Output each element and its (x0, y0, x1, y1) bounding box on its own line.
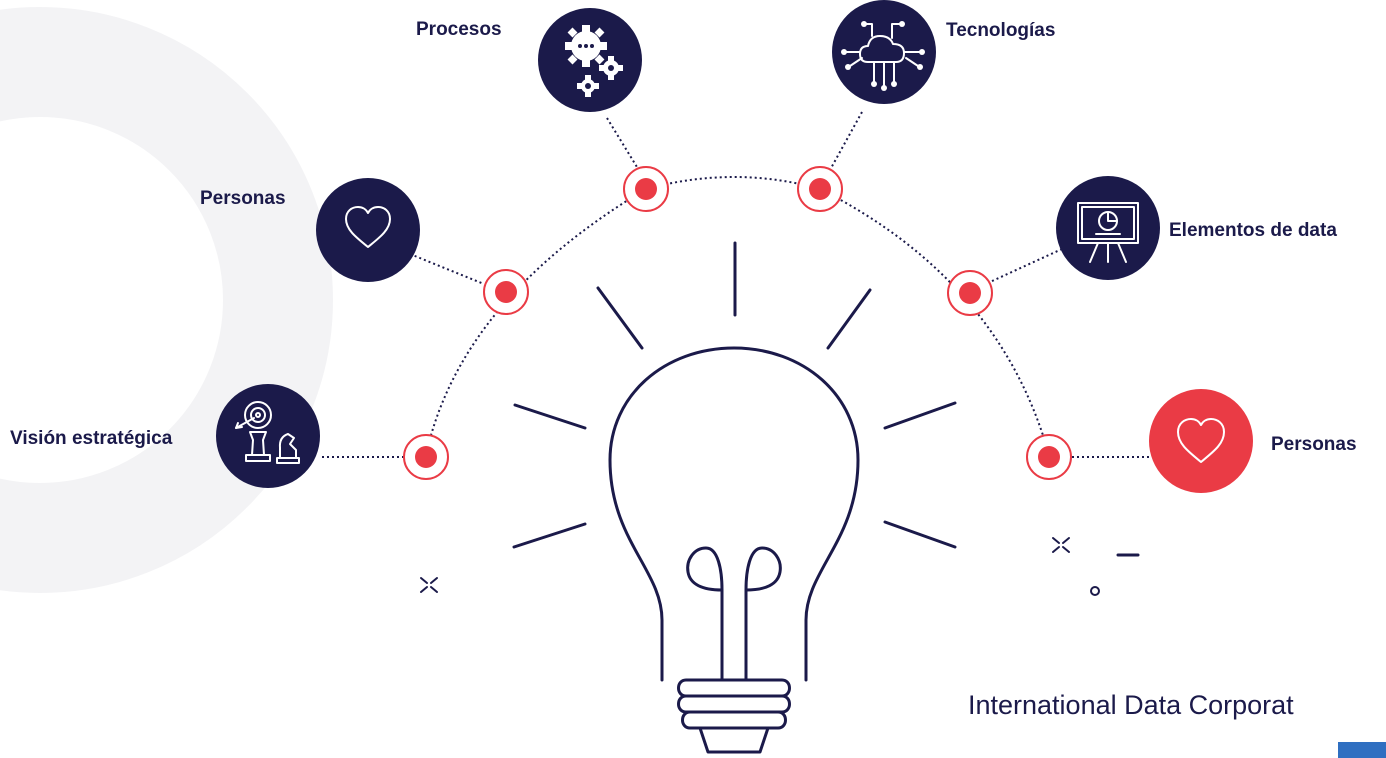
gears-icon (538, 8, 642, 112)
cloud-circuit-icon (832, 0, 936, 104)
heart-icon (316, 178, 420, 282)
node-label-personas-right: Personas (1271, 434, 1357, 455)
background-ring (0, 7, 333, 593)
connector-node (483, 269, 529, 315)
light-ray (826, 288, 872, 350)
spoke-tecnologias (829, 111, 863, 171)
node-label-procesos: Procesos (416, 19, 502, 40)
lightbulb-icon (512, 241, 957, 754)
connector-node (797, 166, 843, 212)
chess-target-icon (216, 384, 320, 488)
bulb-base-ring (677, 678, 791, 698)
spoke-procesos (606, 117, 641, 173)
light-ray (883, 520, 957, 549)
spoke-personas-left (409, 253, 485, 285)
decorations (420, 537, 1140, 596)
corner-accent-bar (1338, 742, 1386, 758)
spoke-elementos (989, 248, 1063, 283)
sparkle-icon (1052, 537, 1070, 553)
light-ray (883, 401, 957, 430)
connector-node (1026, 434, 1072, 480)
connector-node (947, 270, 993, 316)
bulb-base-ring (677, 694, 791, 714)
connector-lines (322, 111, 1150, 458)
light-ray (512, 522, 587, 549)
node-label-vision: Visión estratégica (10, 428, 173, 449)
sparkle-icon (420, 577, 438, 593)
connector-nodes (403, 166, 1072, 480)
light-ray (513, 403, 587, 430)
dotted-arc (425, 176, 1050, 456)
bulb-tip (698, 726, 770, 754)
connector-node (623, 166, 669, 212)
organization-name: International Data Corporat (968, 690, 1294, 720)
node-label-elementos: Elementos de data (1169, 220, 1337, 241)
light-ray (596, 286, 644, 350)
ring-decoration (1090, 586, 1100, 596)
node-label-personas-left: Personas (200, 188, 286, 209)
bulb-base-ring (681, 710, 787, 730)
bulb-glass (608, 346, 860, 682)
presentation-board-icon (1056, 176, 1160, 280)
connector-node (403, 434, 449, 480)
heart-icon-highlight (1149, 389, 1253, 493)
node-label-tecnologias: Tecnologías (946, 20, 1056, 41)
